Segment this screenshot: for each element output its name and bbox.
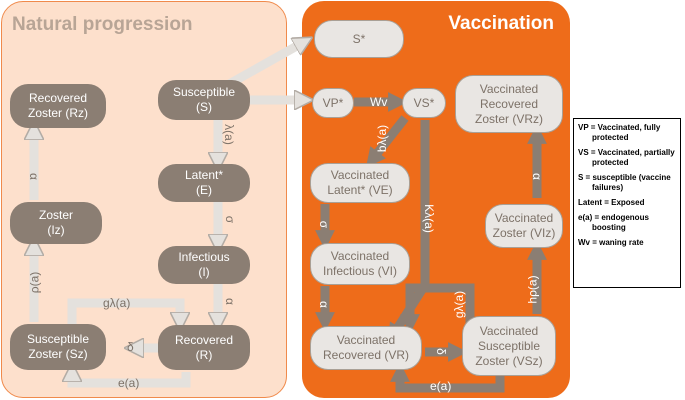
label-delta: δ	[127, 340, 134, 354]
node-vaccinated-infectious: Vaccinated Infectious (VI)	[310, 243, 410, 285]
node-susceptible: Susceptible (S)	[158, 80, 250, 120]
label-sigma-vaccinated: σ	[317, 220, 332, 229]
label-e-a-vaccinated: e(a)	[430, 379, 452, 393]
label-lambda-a: λ(a)	[221, 124, 236, 145]
label-sigma: σ	[223, 215, 238, 224]
arrow-sz-to-r-glambda	[67, 298, 180, 326]
label-gamma-vaccinated: α	[316, 301, 331, 308]
label-g-lambda-a-vaccinated: gλ(a)	[452, 290, 467, 319]
label-delta-vaccinated: δ	[433, 348, 448, 355]
node-latent: Latent* (E)	[158, 164, 250, 202]
node-s-star: S*	[314, 20, 404, 58]
node-vaccinated-latent: Vaccinated Latent* (VE)	[310, 163, 410, 203]
node-recovered: Recovered (R)	[158, 325, 250, 370]
vaccination-title: Vaccination	[448, 13, 554, 34]
arrow-vs-to-ve	[365, 115, 409, 168]
node-vaccinated-susceptible-zoster: Vaccinated Susceptible Zoster (VSz)	[462, 316, 556, 376]
label-b-lambda-a: bλ(a)	[375, 124, 390, 153]
node-vaccinated-recovered-zoster: Vaccinated Recovered Zoster (VRz)	[455, 75, 563, 133]
label-gamma: α	[222, 298, 237, 305]
node-vaccinated-recovered: Vaccinated Recovered (VR)	[310, 326, 422, 370]
node-infectious: Infectious (I)	[158, 246, 250, 284]
node-vs-star: VS*	[402, 88, 446, 118]
label-wv: Wv	[370, 95, 388, 109]
label-alpha-zoster: α	[26, 173, 41, 180]
node-zoster: Zoster (Iz)	[10, 202, 102, 244]
label-alpha-vaccinated-zoster: α	[529, 173, 544, 180]
label-h-rho-a: hρ(a)	[525, 275, 540, 304]
arrow-vr-ea-loop	[390, 362, 505, 393]
node-recovered-zoster: Recovered Zoster (Rz)	[10, 84, 106, 128]
arrow-r-to-r-ea	[72, 372, 191, 388]
arrow-vsz-to-vr-glambda	[400, 283, 475, 334]
label-e-a: e(a)	[118, 376, 140, 390]
legend-item: Latent = Exposed	[578, 198, 645, 207]
node-vp-star: VP*	[312, 88, 354, 118]
node-susceptible-zoster: Susceptible Zoster (Sz)	[10, 324, 106, 370]
label-g-lambda-a: gλ(a)	[103, 296, 131, 310]
label-rho-a: ρ(a)	[27, 271, 42, 294]
node-vaccinated-zoster: Vaccinated Zoster (VIz)	[485, 204, 563, 248]
natural-progression-title: Natural progression	[12, 14, 193, 35]
legend-item: Wv = waning rate	[578, 238, 644, 247]
label-k-lambda-a: Kλ(a)	[421, 204, 436, 233]
